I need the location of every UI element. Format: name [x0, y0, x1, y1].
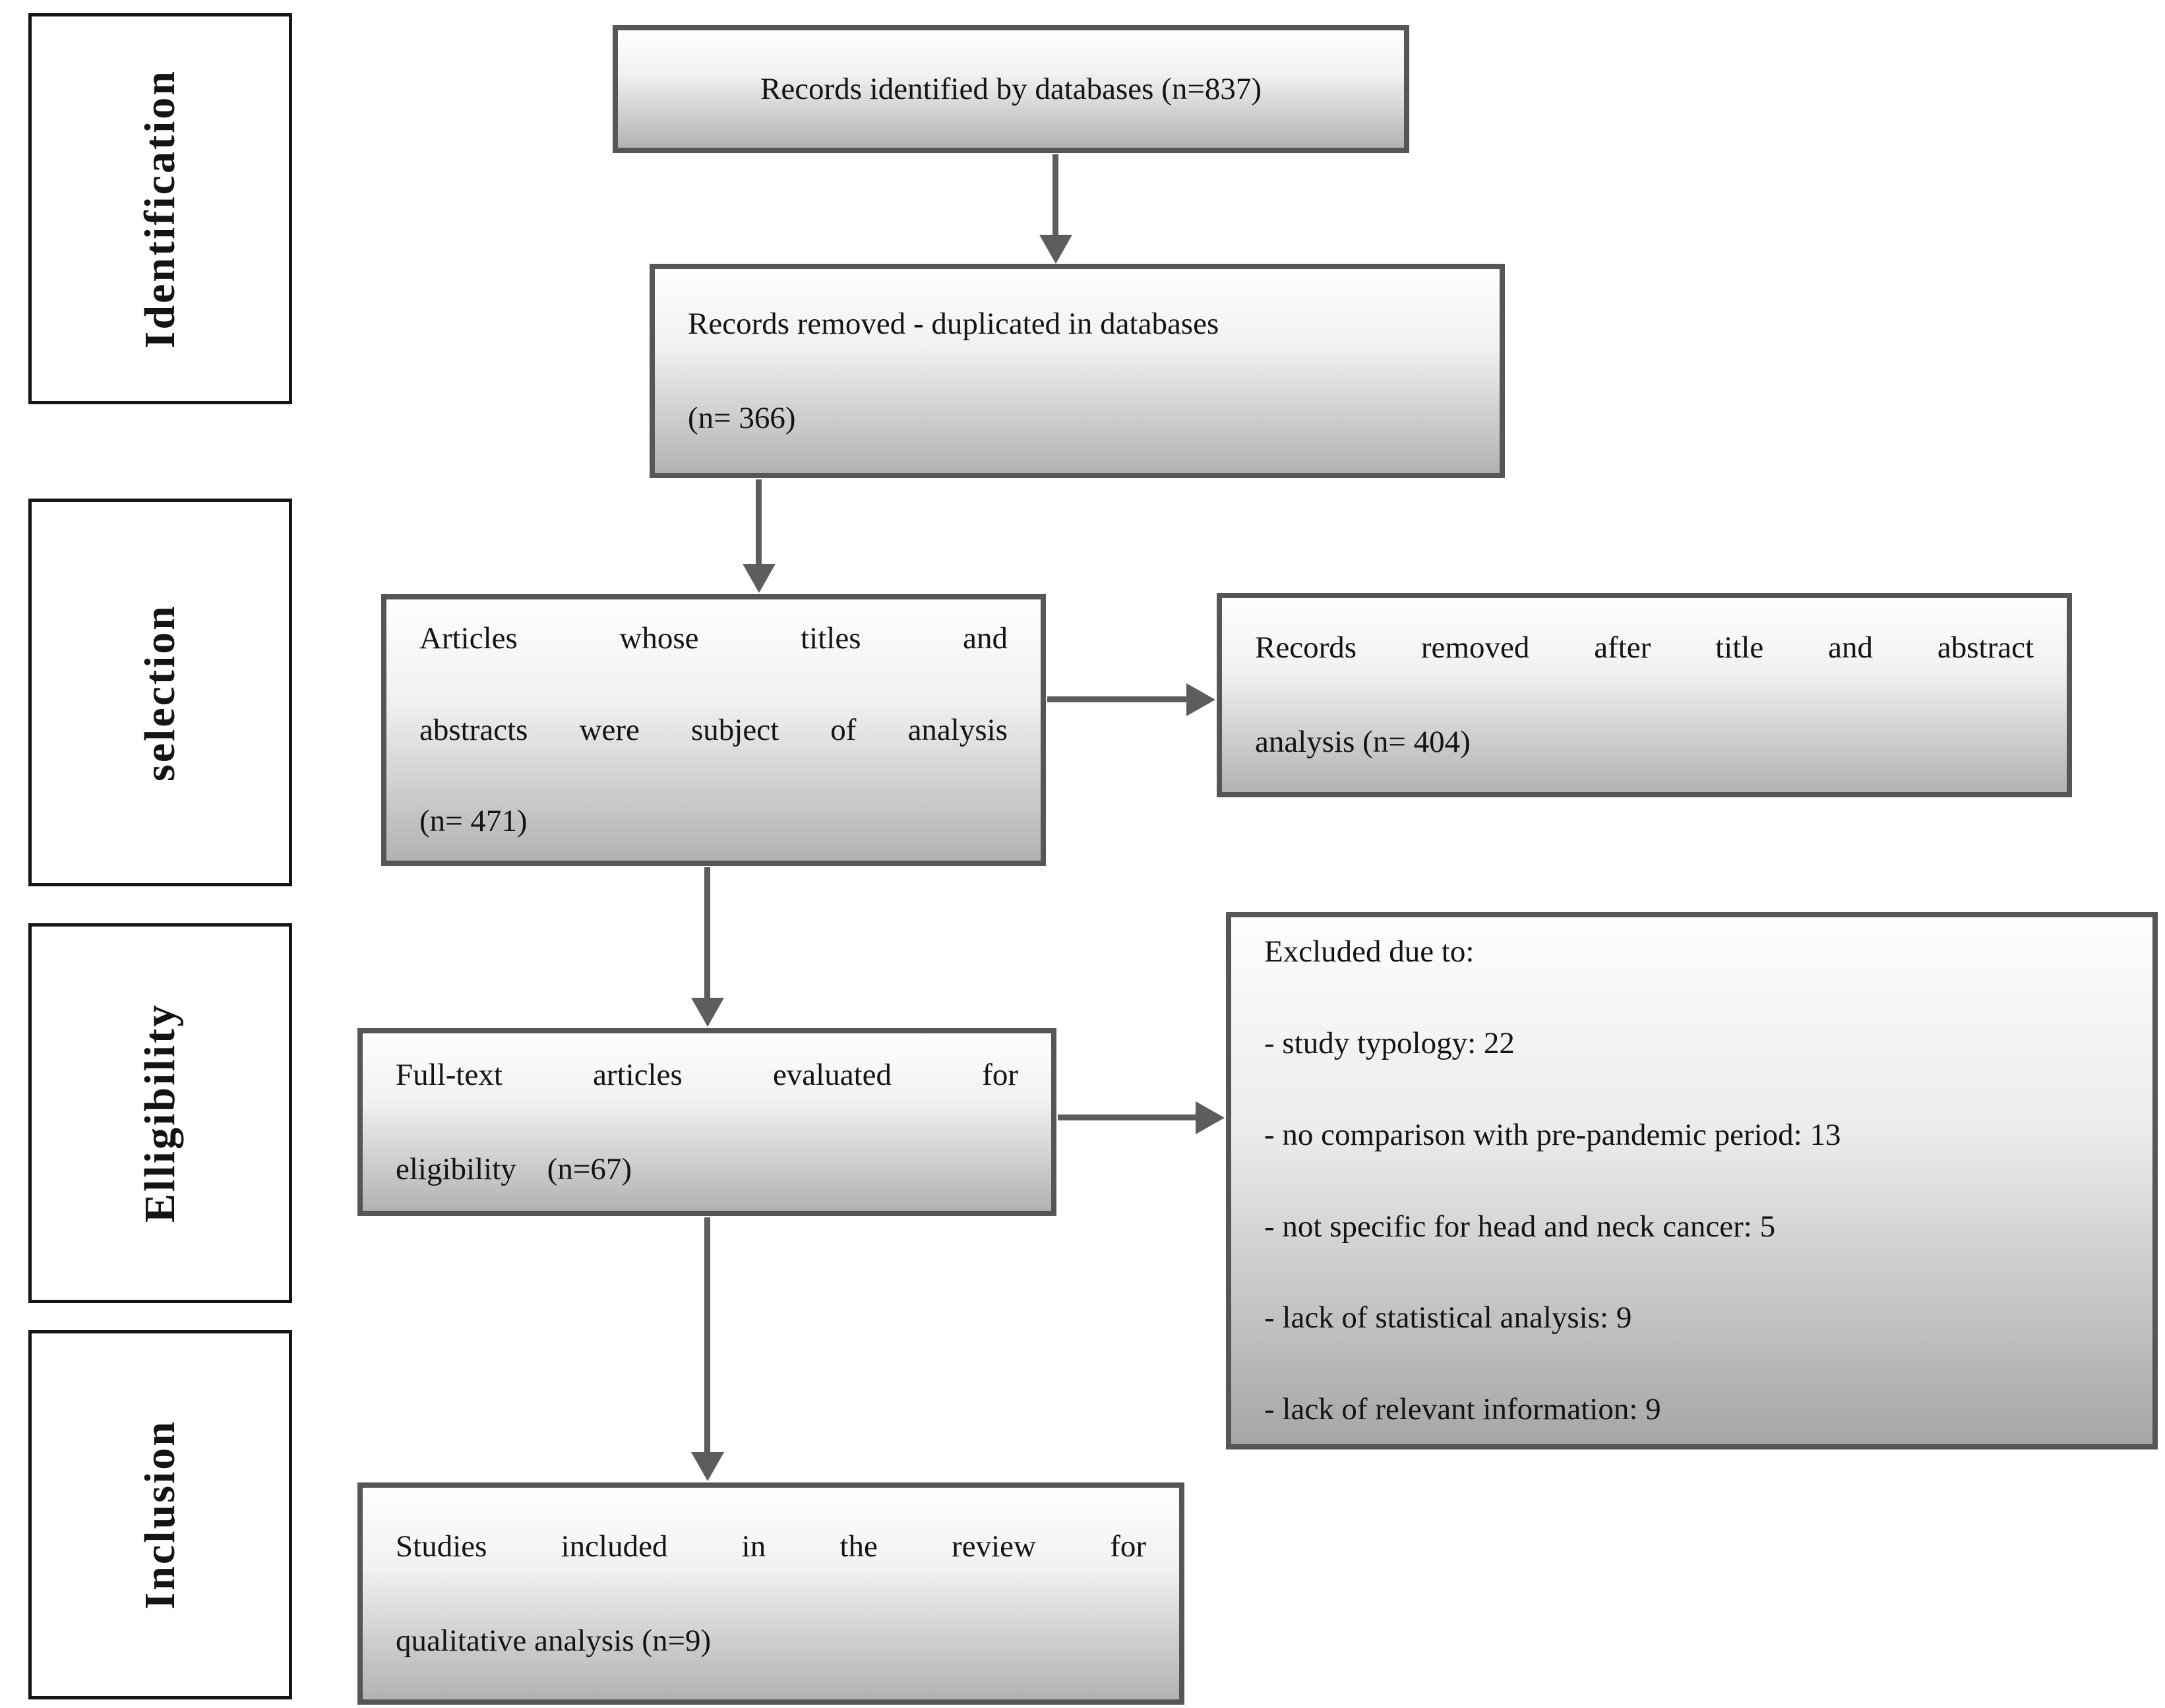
box-fulltext-evaluated: Full-text articles evaluated for eligibi…	[357, 1028, 1056, 1216]
stage-box-inclusion: Inclusion	[28, 1330, 292, 1699]
excluded-reason-study-typology: - study typology: 22	[1264, 1026, 1515, 1060]
excluded-reason-no-relevant-info: - lack of relevant information: 9	[1264, 1392, 1661, 1426]
stage-label-identification: Identification	[136, 69, 184, 349]
box-duplicates-removed-line2: (n= 366)	[688, 400, 796, 435]
box-fulltext-evaluated-line2: eligibility (n=67)	[396, 1151, 632, 1186]
arrow-fulltext-to-excluded	[1058, 1114, 1196, 1120]
box-fulltext-evaluated-line1: Full-text articles evaluated for	[396, 1057, 1018, 1092]
stage-label-selection: selection	[136, 603, 184, 781]
arrow-screening-to-fulltext	[704, 867, 710, 998]
box-title-abstract-screened-line1: Articles whose titles and	[419, 621, 1008, 656]
box-duplicates-removed: Records removed - duplicated in database…	[650, 264, 1505, 478]
box-excluded-reasons: Excluded due to: - study typology: 22 - …	[1226, 912, 2158, 1449]
box-studies-included-line2: qualitative analysis (n=9)	[396, 1623, 712, 1658]
excluded-reason-not-specific: - not specific for head and neck cancer:…	[1264, 1209, 1776, 1244]
box-duplicates-removed-line1: Records removed - duplicated in database…	[688, 306, 1219, 341]
arrow-duplicates-to-screening	[756, 479, 762, 564]
box-excluded-title: Excluded due to:	[1264, 934, 1475, 969]
stage-box-selection: selection	[28, 499, 292, 886]
box-title-abstract-screened: Articles whose titles and abstracts were…	[381, 594, 1046, 866]
box-studies-included: Studies included in the review for quali…	[357, 1482, 1184, 1705]
stage-box-identification: Identification	[28, 13, 292, 404]
stage-label-eligibility: Elligibility	[136, 1003, 184, 1223]
arrow-screening-to-removed	[1047, 696, 1186, 702]
box-records-identified-text: Records identified by databases (n=837)	[760, 71, 1262, 106]
box-removed-after-title-abstract-line2: analysis (n= 404)	[1255, 725, 1471, 759]
box-studies-included-line1: Studies included in the review for	[396, 1529, 1146, 1564]
arrow-fulltext-to-included	[704, 1217, 710, 1452]
box-records-identified: Records identified by databases (n=837)	[613, 25, 1409, 153]
box-title-abstract-screened-line3: (n= 471)	[419, 804, 528, 839]
stage-label-inclusion: Inclusion	[136, 1420, 184, 1610]
excluded-reason-no-statistics: - lack of statistical analysis: 9	[1264, 1300, 1632, 1335]
box-removed-after-title-abstract-line1: Records removed after title and abstract	[1255, 630, 2034, 665]
stage-box-eligibility: Elligibility	[28, 923, 292, 1303]
box-removed-after-title-abstract: Records removed after title and abstract…	[1217, 593, 2072, 797]
arrow-identified-to-duplicates	[1052, 154, 1058, 235]
excluded-reason-no-comparison: - no comparison with pre-pandemic period…	[1264, 1117, 1841, 1152]
box-title-abstract-screened-line2: abstracts were subject of analysis	[419, 712, 1008, 747]
